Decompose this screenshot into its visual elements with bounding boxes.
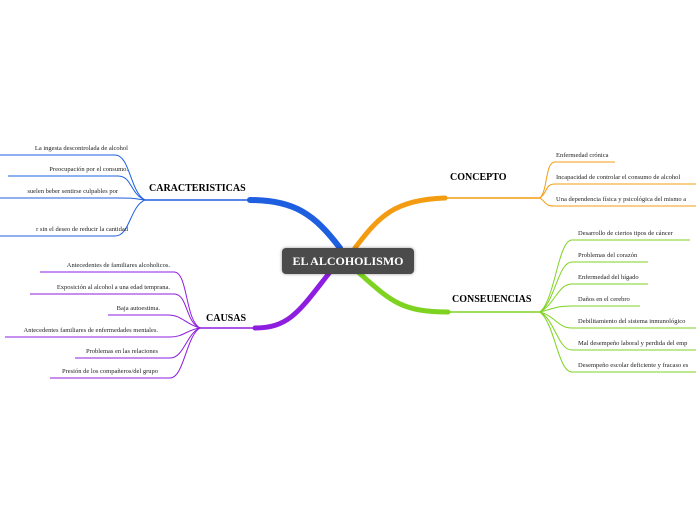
leaf-line-concepto-1 (539, 161, 615, 199)
leaf-concepto-2[interactable]: Incapacidad de controlar el consumo de a… (556, 174, 681, 181)
leaf-line-consecuencias-1 (539, 239, 690, 313)
leaf-line-causas-2 (30, 293, 201, 329)
leaf-consecuencias-3[interactable]: Enfermedad del hígado (578, 274, 639, 281)
leaf-line-causas-4 (5, 327, 201, 338)
branch-caracteristicas[interactable]: CARACTERISTICAS (149, 183, 246, 194)
connector-causas (252, 269, 333, 331)
connector-concepto (352, 195, 448, 251)
leaf-consecuencias-1[interactable]: Desarrollo de ciertos tipos de cáncer (578, 230, 673, 237)
leaf-caracteristicas-2[interactable]: Preocupación por el consumo. (49, 166, 128, 173)
leaf-line-consecuencias-2 (539, 261, 648, 313)
leaf-causas-5[interactable]: Problemas en las relaciones (85, 348, 158, 355)
branch-consecuencias[interactable]: CONSEUENCIAS (452, 294, 532, 305)
leaf-line-consecuencias-6 (539, 311, 696, 351)
central-topic[interactable]: EL ALCOHOLISMO (282, 248, 414, 274)
leaf-line-concepto-3 (539, 197, 696, 207)
leaf-line-consecuencias-5 (539, 311, 696, 329)
leaf-line-caracteristicas-2 (8, 175, 146, 201)
leaf-line-consecuencias-3 (539, 283, 648, 313)
leaf-causas-2[interactable]: Exposición al alcohol a una edad tempran… (56, 284, 170, 291)
leaf-line-causas-5 (75, 327, 201, 359)
leaf-consecuencias-6[interactable]: Mal desempeño laboral y perdida del emp (578, 340, 688, 347)
leaf-caracteristicas-3[interactable]: suelen beber sentirse culpables por (27, 188, 118, 195)
connector-caracteristicas (247, 197, 343, 251)
leaf-concepto-1[interactable]: Enfermedad crónica (556, 152, 609, 159)
leaf-line-caracteristicas-4 (0, 199, 146, 237)
leaf-causas-6[interactable]: Presión de los compañeros/del grupo (61, 368, 158, 375)
leaf-line-consecuencias-4 (539, 305, 640, 313)
leaf-line-caracteristicas-3 (0, 197, 146, 201)
leaf-consecuencias-7[interactable]: Desempeño escolar deficiente y fracaso e… (578, 362, 689, 369)
leaf-consecuencias-4[interactable]: Daños en el cerebro (578, 296, 630, 303)
branch-causas[interactable]: CAUSAS (206, 313, 247, 324)
leaf-consecuencias-2[interactable]: Problemas del corazón (578, 252, 638, 259)
leaf-line-concepto-2 (539, 183, 696, 199)
leaf-line-causas-6 (50, 327, 201, 379)
leaf-caracteristicas-4[interactable]: r sin el deseo de reducir la cantidad (36, 226, 128, 233)
branch-concepto[interactable]: CONCEPTO (450, 172, 507, 183)
leaf-line-causas-3 (108, 314, 201, 329)
leaf-line-consecuencias-7 (539, 311, 696, 373)
leaf-consecuencias-5[interactable]: Debilitamiento del sistema inmunológico (578, 318, 686, 325)
leaf-line-caracteristicas-1 (0, 154, 146, 201)
connector-consecuencias (355, 269, 451, 315)
leaf-caracteristicas-1[interactable]: La ingesta descontrolada de alcohol (34, 145, 128, 152)
leaf-concepto-3[interactable]: Una dependencia física y psicológica del… (556, 196, 687, 203)
leaf-causas-1[interactable]: Antecedentes de familiares alcoholicos. (66, 262, 170, 269)
leaf-causas-4[interactable]: Antecedentes familiares de enfermedades … (23, 327, 158, 334)
leaf-causas-3[interactable]: Baja autoestima. (116, 305, 160, 312)
leaf-line-causas-1 (40, 271, 201, 329)
